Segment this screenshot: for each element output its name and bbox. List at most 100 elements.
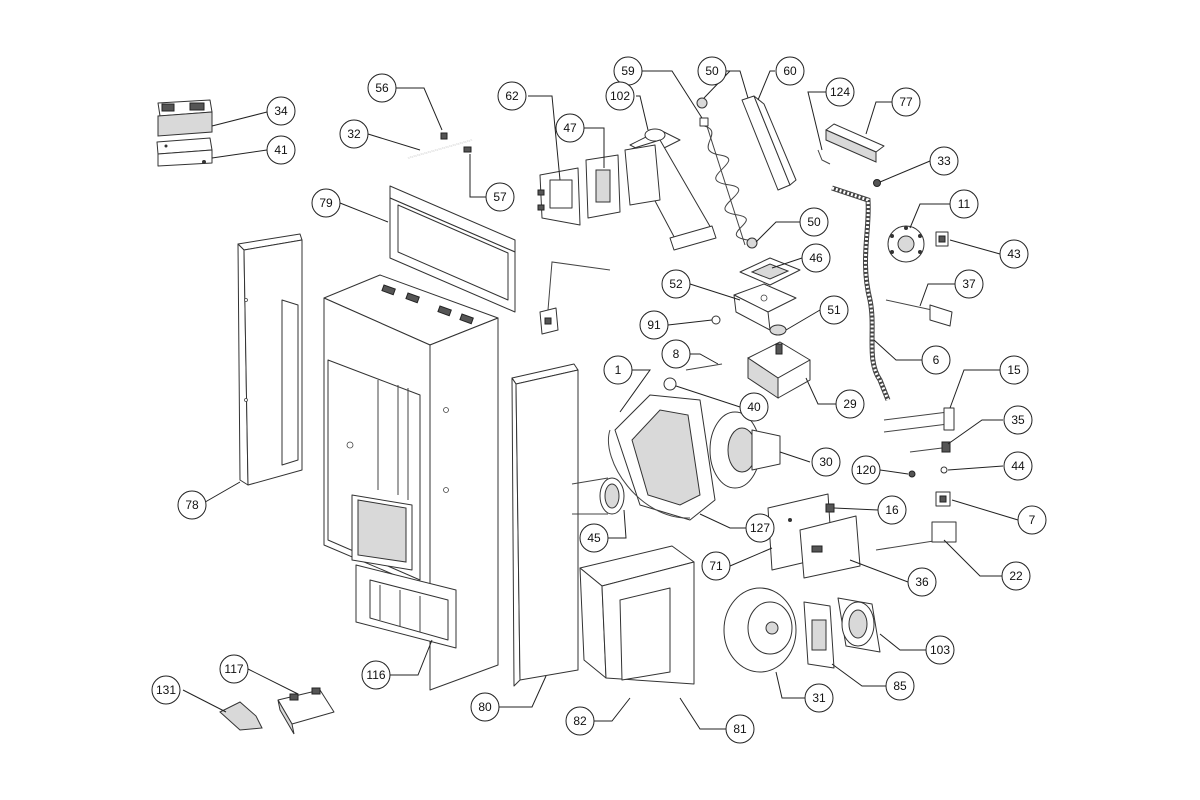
callout-label: 1 xyxy=(615,363,622,377)
callout-label: 79 xyxy=(319,196,333,210)
part-plate-85 xyxy=(803,601,835,669)
callout-15: 15 xyxy=(999,355,1029,385)
callout-79: 79 xyxy=(311,188,341,218)
callout-bubble xyxy=(1001,561,1031,591)
callout-57: 57 xyxy=(485,182,515,212)
callout-label: 78 xyxy=(185,498,199,512)
callout-label: 7 xyxy=(1029,513,1036,527)
callout-label: 45 xyxy=(587,531,601,545)
callout-56: 56 xyxy=(367,73,397,103)
callout-label: 82 xyxy=(573,714,587,728)
callout-bubble xyxy=(266,135,296,165)
callout-bubble xyxy=(661,339,691,369)
callouts: 1678111516222930313233343536374041434445… xyxy=(151,56,1047,744)
callout-bubble xyxy=(1003,451,1033,481)
callout-bubble xyxy=(579,523,609,553)
callout-bubble xyxy=(603,355,633,385)
callout-label: 16 xyxy=(885,503,899,517)
callout-bubble xyxy=(929,146,959,176)
callout-32: 32 xyxy=(339,119,369,149)
callout-78: 78 xyxy=(177,490,207,520)
callout-102: 102 xyxy=(605,81,635,111)
part-holder-117 xyxy=(277,687,335,735)
part-clip-124 xyxy=(817,149,831,165)
callout-label: 103 xyxy=(930,643,950,657)
callout-bubble xyxy=(891,87,921,117)
callout-bubble xyxy=(999,239,1029,269)
callout-label: 33 xyxy=(937,154,951,168)
callout-bubble xyxy=(151,675,181,705)
callout-label: 59 xyxy=(621,64,635,78)
part-screw-44 xyxy=(940,466,948,474)
callout-bubble xyxy=(745,513,775,543)
callout-51: 51 xyxy=(819,295,849,325)
part-switch-7 xyxy=(935,491,951,507)
callout-bubble xyxy=(497,81,527,111)
callout-7: 7 xyxy=(1017,505,1047,535)
part-terminal-block xyxy=(887,225,949,263)
callout-bubble xyxy=(739,392,769,422)
part-auger-tube xyxy=(624,128,717,251)
callout-bubble xyxy=(311,188,341,218)
callout-bubble xyxy=(339,119,369,149)
callout-31: 31 xyxy=(804,683,834,713)
callout-label: 102 xyxy=(610,89,630,103)
callout-43: 43 xyxy=(999,239,1029,269)
callout-80: 80 xyxy=(470,692,500,722)
callout-bubble xyxy=(851,455,881,485)
callout-label: 131 xyxy=(156,683,176,697)
part-bracket-62 xyxy=(537,167,581,226)
callout-47: 47 xyxy=(555,113,585,143)
callout-label: 52 xyxy=(669,277,683,291)
callout-bubble xyxy=(801,243,831,273)
callout-bubble xyxy=(907,567,937,597)
callout-62: 62 xyxy=(497,81,527,111)
callout-bubble xyxy=(825,77,855,107)
callout-label: 81 xyxy=(733,722,747,736)
callout-50b: 50 xyxy=(799,207,829,237)
callout-label: 120 xyxy=(856,463,876,477)
part-fan-impeller-30 xyxy=(709,411,781,489)
callout-bubble xyxy=(177,490,207,520)
callout-91: 91 xyxy=(639,310,669,340)
part-main-cabinet xyxy=(323,274,499,691)
callout-bubble xyxy=(885,671,915,701)
callout-35: 35 xyxy=(1003,405,1033,435)
callout-label: 31 xyxy=(812,691,826,705)
callout-label: 46 xyxy=(809,251,823,265)
callout-bubble xyxy=(697,56,727,86)
part-small-50 xyxy=(696,97,758,249)
callout-1: 1 xyxy=(603,355,633,385)
callout-29: 29 xyxy=(835,389,865,419)
callout-bubble xyxy=(925,635,955,665)
callout-11: 11 xyxy=(949,189,979,219)
part-screw-33 xyxy=(873,179,881,187)
part-left-side-panel xyxy=(237,233,303,486)
callout-bubble xyxy=(811,447,841,477)
part-top-plate xyxy=(389,185,516,313)
callout-81: 81 xyxy=(725,714,755,744)
callout-bubble xyxy=(485,182,515,212)
part-auger-cover xyxy=(741,95,797,191)
callout-label: 80 xyxy=(478,700,492,714)
callout-41: 41 xyxy=(266,135,296,165)
callout-bubble xyxy=(1017,505,1047,535)
callout-bubble xyxy=(775,56,805,86)
callout-label: 22 xyxy=(1009,569,1023,583)
part-hose xyxy=(831,185,891,401)
callout-label: 50 xyxy=(807,215,821,229)
part-blower-31 xyxy=(723,587,797,673)
callout-127: 127 xyxy=(745,513,775,543)
callout-label: 6 xyxy=(933,353,940,367)
callout-34: 34 xyxy=(266,96,296,126)
part-fan-housing-1 xyxy=(614,394,716,521)
callout-bubble xyxy=(804,683,834,713)
callout-label: 34 xyxy=(274,104,288,118)
callout-label: 43 xyxy=(1007,247,1021,261)
callout-40: 40 xyxy=(739,392,769,422)
part-knob-40 xyxy=(663,377,677,391)
part-screw-91 xyxy=(711,315,721,325)
callout-82: 82 xyxy=(565,706,595,736)
callout-33: 33 xyxy=(929,146,959,176)
